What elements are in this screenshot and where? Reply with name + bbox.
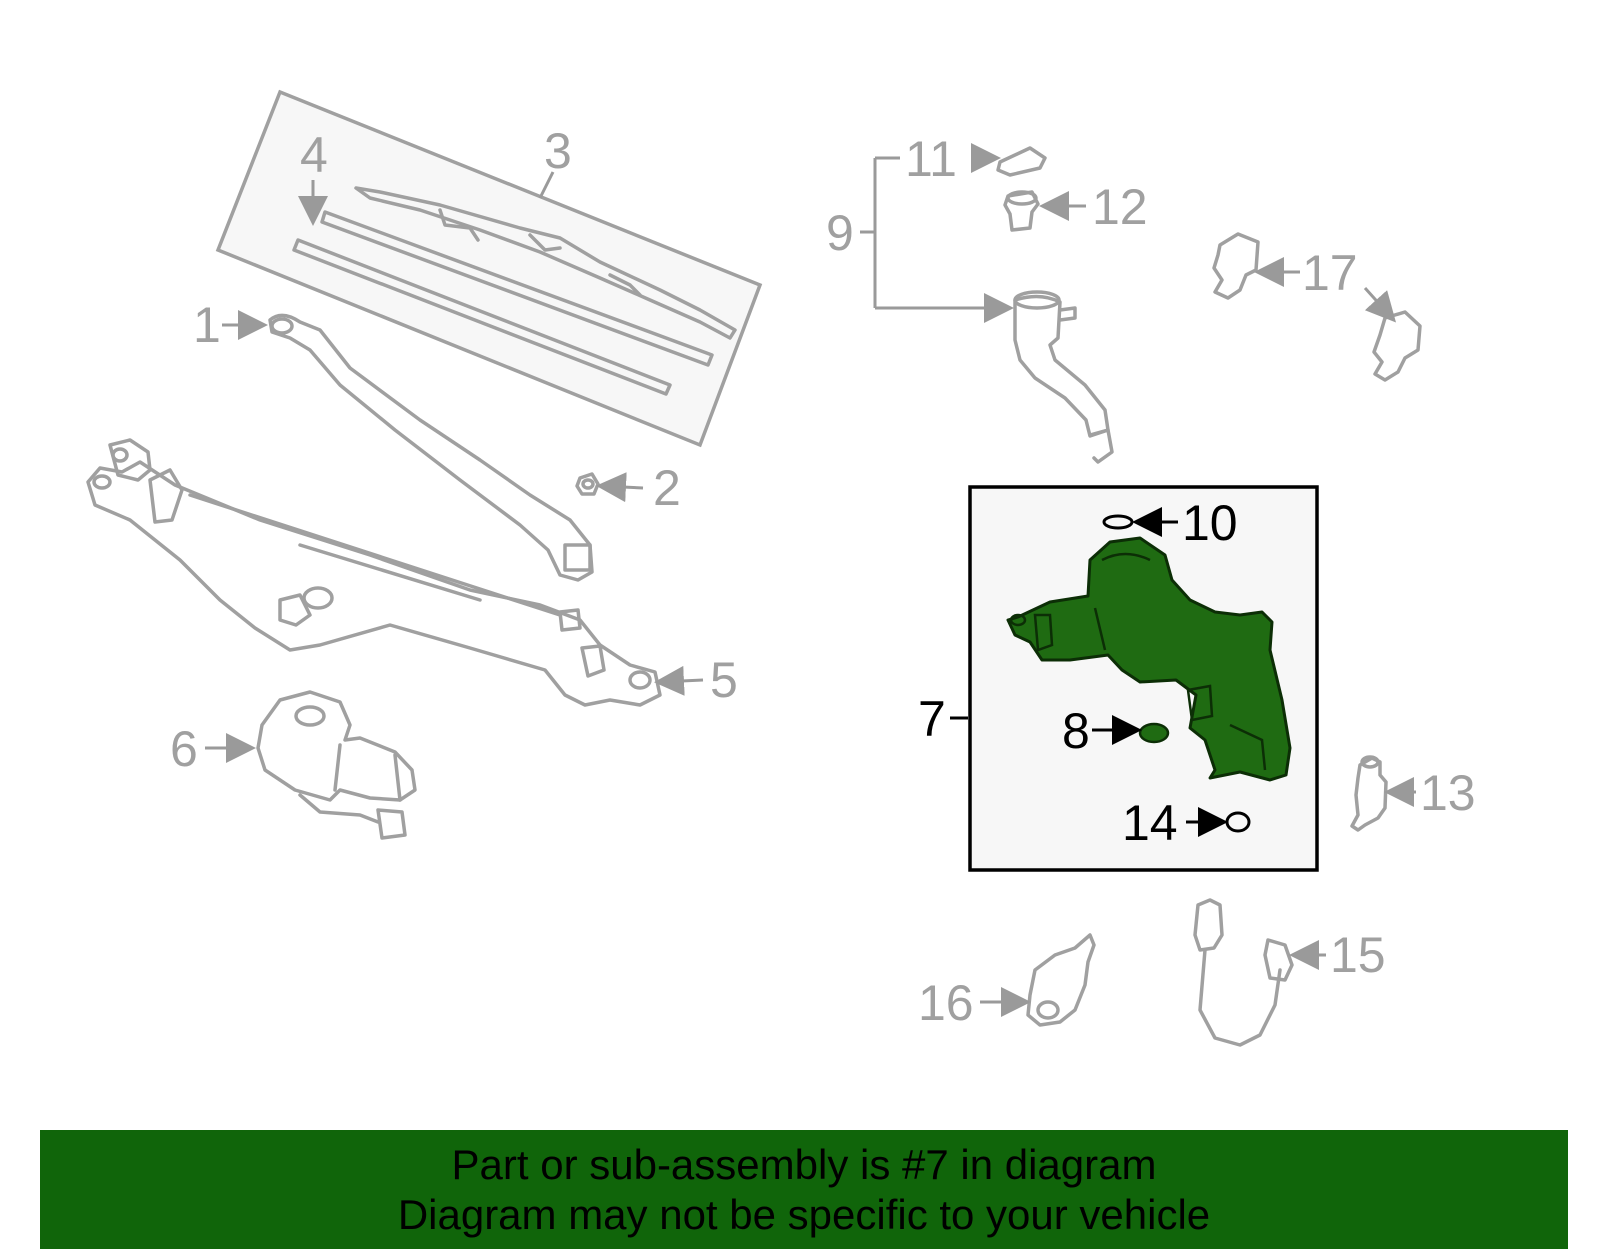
banner-line-1: Part or sub-assembly is #7 in diagram xyxy=(451,1141,1157,1188)
banner-line-2: Diagram may not be specific to your vehi… xyxy=(397,1191,1211,1238)
callout-15[interactable]: 15 xyxy=(1330,927,1386,983)
callout-4[interactable]: 4 xyxy=(300,127,328,183)
wiper-blade-assembly[interactable] xyxy=(215,89,763,448)
callout-9[interactable]: 9 xyxy=(826,205,854,261)
callout-8[interactable]: 8 xyxy=(1062,703,1090,759)
filler-cap[interactable] xyxy=(996,146,1047,177)
info-banner: Part or sub-assembly is #7 in diagram Di… xyxy=(40,1130,1568,1249)
callout-6[interactable]: 6 xyxy=(170,721,198,777)
callout-labels: 1 2 3 4 5 6 7 8 9 10 11 12 13 14 15 16 1… xyxy=(170,123,1476,1031)
callout-11[interactable]: 11 xyxy=(905,131,957,187)
nut[interactable] xyxy=(575,472,600,496)
wiper-linkage[interactable] xyxy=(86,438,662,707)
grommet-8[interactable] xyxy=(1138,722,1170,744)
washer-pump[interactable] xyxy=(1350,755,1388,832)
washer-reservoir[interactable] xyxy=(1006,536,1292,782)
washer-nozzle[interactable] xyxy=(1212,232,1422,382)
wiper-arm[interactable] xyxy=(268,313,594,582)
callout-16[interactable]: 16 xyxy=(918,975,974,1031)
callout-14[interactable]: 14 xyxy=(1122,795,1178,851)
callout-10[interactable]: 10 xyxy=(1182,495,1238,551)
level-sensor[interactable] xyxy=(1193,898,1294,1047)
callout-5[interactable]: 5 xyxy=(710,652,738,708)
wiper-motor[interactable] xyxy=(256,690,417,840)
callout-17[interactable]: 17 xyxy=(1302,245,1358,301)
callout-1[interactable]: 1 xyxy=(193,297,221,353)
callout-12[interactable]: 12 xyxy=(1092,179,1148,235)
leader-lines xyxy=(205,143,1416,1017)
callout-2[interactable]: 2 xyxy=(653,460,681,516)
callout-7[interactable]: 7 xyxy=(918,691,946,747)
seal-12[interactable] xyxy=(1003,190,1040,232)
washer-pump-16[interactable] xyxy=(1026,933,1096,1027)
callout-13[interactable]: 13 xyxy=(1420,765,1476,821)
callout-3[interactable]: 3 xyxy=(544,123,572,179)
filler-neck[interactable] xyxy=(1013,290,1114,464)
